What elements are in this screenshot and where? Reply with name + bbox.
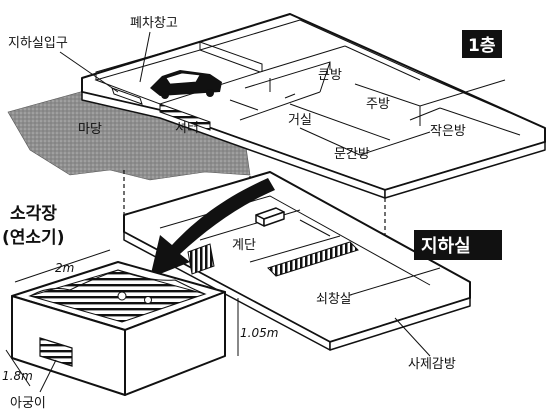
label-small-room: 작은방 bbox=[430, 124, 466, 139]
shutter-door bbox=[159, 103, 211, 131]
label-dim-height: 1.05m bbox=[240, 326, 278, 340]
label-iron-bars: 쇠창살 bbox=[316, 292, 352, 307]
label-incinerator-sub: (연소기) bbox=[2, 228, 64, 248]
label-living-room: 거실 bbox=[288, 113, 312, 128]
label-yard: 마당 bbox=[78, 122, 102, 137]
label-furnace-mouth: 아궁이 bbox=[10, 396, 46, 411]
label-kitchen: 주방 bbox=[366, 97, 390, 112]
iron-bars bbox=[267, 241, 359, 277]
label-incinerator: 소각장 bbox=[10, 204, 57, 224]
label-shutter: 셔터 bbox=[175, 121, 199, 136]
dim-line-length bbox=[14, 249, 111, 283]
dim-line-width bbox=[5, 349, 31, 387]
label-basement: 지하실 bbox=[421, 236, 471, 257]
label-dim-length: 2m bbox=[55, 261, 74, 275]
first-floor-badge bbox=[462, 30, 502, 58]
arrow-to-incinerator bbox=[150, 178, 275, 278]
stairs bbox=[187, 243, 215, 275]
label-torture-room: 사제감방 bbox=[408, 357, 456, 372]
incinerator-box bbox=[11, 261, 226, 396]
label-porch-room: 문간방 bbox=[334, 147, 370, 162]
label-basement-entrance: 지하실입구 bbox=[8, 36, 68, 51]
car-icon bbox=[150, 70, 222, 99]
basement-entrance-marker bbox=[111, 87, 143, 105]
label-dim-width: 1.8m bbox=[2, 369, 33, 383]
label-garage: 폐차창고 bbox=[130, 16, 178, 31]
label-big-room: 큰방 bbox=[318, 68, 342, 83]
basement-badge bbox=[414, 230, 502, 260]
label-stairs: 계단 bbox=[232, 238, 256, 253]
label-first-floor: 1층 bbox=[468, 36, 496, 56]
first-floor-plan bbox=[7, 13, 546, 240]
